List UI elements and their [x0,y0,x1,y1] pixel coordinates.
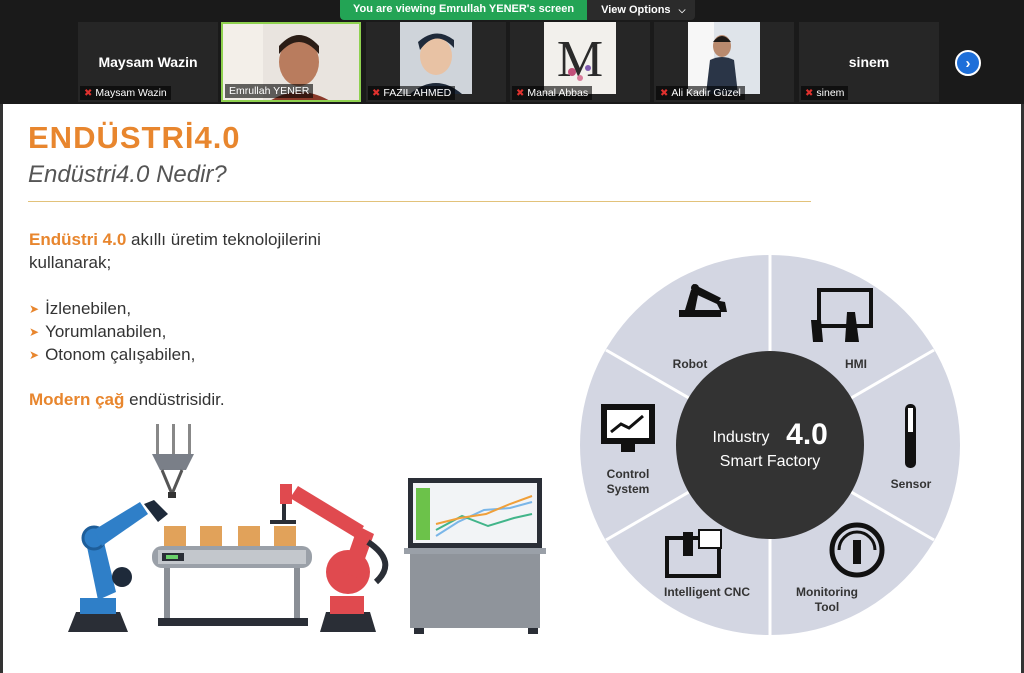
bullet-item: ➤ Yorumlanabilen, [29,322,166,342]
participant-name: Manal Abbas [527,87,589,99]
top-bar: You are viewing Emrullah YENER's screen … [0,0,1024,22]
participant-name: FAZIL AHMED [383,87,452,99]
mic-muted-icon: ✖ [372,87,381,99]
divider [28,201,811,202]
boxes-icon [164,526,296,546]
intro-highlight: Endüstri 4.0 [29,230,127,249]
red-robot-arm-icon [270,484,389,632]
sensor-icon [905,404,916,468]
bullet-item: ➤ Otonom çalışabilen, [29,345,195,365]
segment-label-sensor: Sensor [891,477,932,491]
arrow-bullet-icon: ➤ [29,302,40,316]
participant-tile[interactable]: ✖ FAZIL AHMED [366,22,506,102]
intro-line-2: kullanarak; [29,253,112,272]
participant-big-name: sinem [848,54,890,70]
segment-label-cnc: Intelligent CNC [664,585,750,599]
mic-muted-icon: ✖ [516,87,525,99]
robot-arm-icon [679,284,727,317]
participant-name: sinem [816,87,845,99]
participant-label: ✖ Ali Kadir Güzel [656,86,745,100]
bullet-text: İzlenebilen, [45,299,132,318]
participant-label: Emrullah YENER [225,84,314,98]
bullet-item: ➤ İzlenebilen, [29,299,131,319]
participant-tile[interactable]: M ✖ Manal Abbas [510,22,650,102]
participant-photo: M [544,22,616,94]
industry-wheel-diagram: Industry 4.0 Smart Factory Robot HMI Sen… [580,255,960,635]
share-status-text: You are viewing Emrullah YENER's screen [340,0,588,20]
participant-label: ✖ sinem [801,86,849,100]
bullet-text: Yorumlanabilen, [45,322,167,341]
segment-label-robot: Robot [673,357,708,371]
intro-line: Endüstri 4.0 akıllı üretim teknolojileri… [29,230,321,250]
slide-title: ENDÜSTRİ4.0 [28,120,241,155]
monitor-chart-icon [404,478,546,634]
slide-subtitle: Endüstri4.0 Nedir? [28,161,227,188]
chevron-right-icon: › [965,54,971,72]
participant-label: ✖ Maysam Wazin [80,86,171,100]
participant-big-name: Maysam Wazin [98,54,198,70]
next-page-button[interactable]: › [955,50,981,76]
blue-robot-arm-icon [68,500,168,632]
participant-tile[interactable]: sinem ✖ sinem [799,22,939,102]
shared-slide: ENDÜSTRİ4.0 Endüstri4.0 Nedir? Endüstri … [0,104,1024,673]
closing-text: endüstrisidir. [124,390,225,409]
control-monitor-icon [601,404,655,452]
arrow-bullet-icon: ➤ [29,348,40,362]
participant-photo [400,22,472,94]
factory-illustration [68,424,546,634]
participant-tile[interactable]: Maysam Wazin ✖ Maysam Wazin [78,22,218,102]
cnc-machine-icon [665,529,722,578]
participant-tile-active[interactable]: Emrullah YENER [221,22,361,102]
view-options-label: View Options [601,4,671,16]
view-options-button[interactable]: View Options ⌵ [587,0,696,20]
bullet-text: Otonom çalışabilen, [45,345,196,364]
closing-line: Modern çağ endüstrisidir. [29,390,225,410]
participant-name: Emrullah YENER [229,85,310,97]
wheel-center [676,351,864,539]
mic-muted-icon: ✖ [84,87,93,99]
participant-name: Ali Kadir Güzel [671,87,741,99]
gauge-icon [829,522,885,578]
chevron-down-icon: ⌵ [678,4,686,15]
intro-text: akıllı üretim teknolojilerini [126,230,321,249]
participant-label: ✖ FAZIL AHMED [368,86,456,100]
center-label-number: 4.0 [786,418,828,451]
participant-label: ✖ Manal Abbas [512,86,593,100]
participant-photo [688,22,760,94]
participant-strip: Maysam Wazin ✖ Maysam Wazin Emrullah YEN… [0,20,1024,104]
arrow-bullet-icon: ➤ [29,325,40,339]
participant-tile[interactable]: ✖ Ali Kadir Güzel [654,22,794,102]
center-label-smart-factory: Smart Factory [720,453,820,470]
touch-screen-icon [811,288,873,342]
conveyor-icon [152,546,312,626]
segment-label-hmi: HMI [845,357,867,371]
participant-name: Maysam Wazin [95,87,167,99]
center-label-industry: Industry [713,429,770,446]
closing-highlight: Modern çağ [29,390,125,409]
mic-muted-icon: ✖ [660,87,669,99]
delta-robot-icon [152,424,194,498]
screen-share-banner: You are viewing Emrullah YENER's screen … [340,0,696,20]
mic-muted-icon: ✖ [805,87,814,99]
